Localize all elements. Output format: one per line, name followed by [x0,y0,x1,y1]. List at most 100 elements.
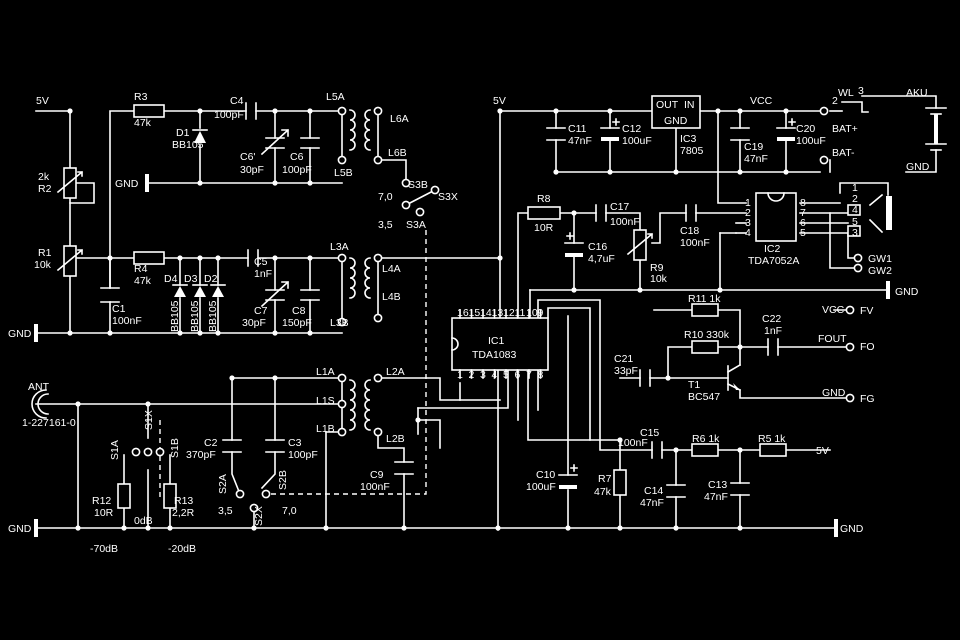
svg-text:C6: C6 [290,151,304,163]
svg-text:T1: T1 [688,379,700,391]
resistor-r11 [691,303,719,317]
junction-dot [177,255,183,261]
svg-text:5V: 5V [816,445,829,457]
svg-text:IC3: IC3 [680,133,697,145]
svg-text:1-227161-0: 1-227161-0 [22,417,76,429]
capacitor-c21 [639,369,651,387]
svg-text:7,0: 7,0 [282,505,297,517]
svg-text:S2B: S2B [277,470,289,490]
ic1-pins [459,309,542,379]
capacitor-c22 [767,338,779,356]
svg-text:C5: C5 [254,256,268,268]
svg-text:L2B: L2B [386,433,405,445]
junction-dot [737,447,743,453]
junction-dot [495,525,501,531]
svg-text:0dB: 0dB [134,515,153,527]
terminal [401,200,411,210]
svg-text:S1B: S1B [169,438,181,458]
svg-text:GND: GND [840,523,864,535]
capacitor-c8 [300,289,320,301]
junction-dots [67,108,789,531]
svg-text:S2A: S2A [217,474,229,494]
svg-text:2k: 2k [38,171,50,183]
junction-dot [215,330,221,336]
terminal [143,447,153,457]
svg-text:L1A: L1A [316,366,335,378]
terminal [337,317,347,327]
svg-text:GND: GND [822,387,846,399]
svg-text:C6': C6' [240,151,255,163]
resistor-r5 [759,443,787,457]
junction-dot [565,525,571,531]
svg-text:L1S: L1S [316,395,335,407]
svg-text:BAT+: BAT+ [832,123,858,135]
capacitor-c15 [651,441,663,459]
svg-text:L6A: L6A [390,113,409,125]
ic1-pin-label: 11 [515,307,526,319]
terminal [373,253,383,263]
ic2-pin-label: 8 [800,197,806,209]
svg-text:100uF: 100uF [622,135,652,147]
junction-dot [783,169,789,175]
terminal [819,155,829,165]
junction-dot [715,108,721,114]
resistor-r4 [133,251,165,265]
svg-text:L6B: L6B [388,147,407,159]
svg-text:R2: R2 [38,183,52,195]
resistor-r13 [163,483,177,509]
junction-dot [167,525,173,531]
svg-text:C10: C10 [536,469,555,481]
svg-text:S3X: S3X [438,191,458,203]
svg-text:S1A: S1A [109,440,121,460]
junction-dot [673,525,679,531]
terminal [337,155,347,165]
ic1-pin-label: 9 [538,307,544,319]
svg-text:C1: C1 [112,303,126,315]
svg-text:R4: R4 [134,263,148,275]
capacitor-c13 [730,482,750,496]
svg-text:C8: C8 [292,305,306,317]
coil-winding [364,257,371,299]
resistor-r6 [691,443,719,457]
ic2-pin-label: 6 [800,217,806,229]
junction-dot [307,108,313,114]
junction-dot [215,255,221,261]
svg-text:C4: C4 [230,95,244,107]
junction-dot [272,255,278,261]
terminal [373,106,383,116]
terminal [131,447,141,457]
wl-pin-label: 3 [858,85,864,97]
capacitor-c11 [546,127,566,141]
capacitor-c6 [300,137,320,149]
svg-text:C15: C15 [640,427,659,439]
terminal [261,489,271,499]
junction-dot [665,375,671,381]
ic1-pin-label: 12 [503,307,515,319]
svg-text:L3A: L3A [330,241,349,253]
junction-dot [107,255,113,261]
svg-text:AKU: AKU [906,87,928,99]
svg-text:S2X: S2X [253,506,265,526]
svg-text:R6 1k: R6 1k [692,433,720,445]
junction-dot [717,287,723,293]
svg-text:7,0: 7,0 [378,191,393,203]
svg-text:C21: C21 [614,353,633,365]
capacitor-c1 [100,287,120,303]
junction-dot [737,525,743,531]
svg-text:IC1: IC1 [488,335,505,347]
terminal [373,427,383,437]
svg-text:3,5: 3,5 [378,219,393,231]
battery-aku [925,107,947,151]
terminal [155,447,165,457]
svg-text:47k: 47k [134,275,152,287]
svg-text:L5B: L5B [334,167,353,179]
svg-text:-20dB: -20dB [168,543,196,555]
switch-linkage [159,230,427,500]
svg-text:TDA1083: TDA1083 [472,349,517,361]
svg-text:C18: C18 [680,225,699,237]
svg-text:100pF: 100pF [214,109,244,121]
ic1-pin-label: 13 [492,307,504,319]
svg-text:47nF: 47nF [568,135,592,147]
